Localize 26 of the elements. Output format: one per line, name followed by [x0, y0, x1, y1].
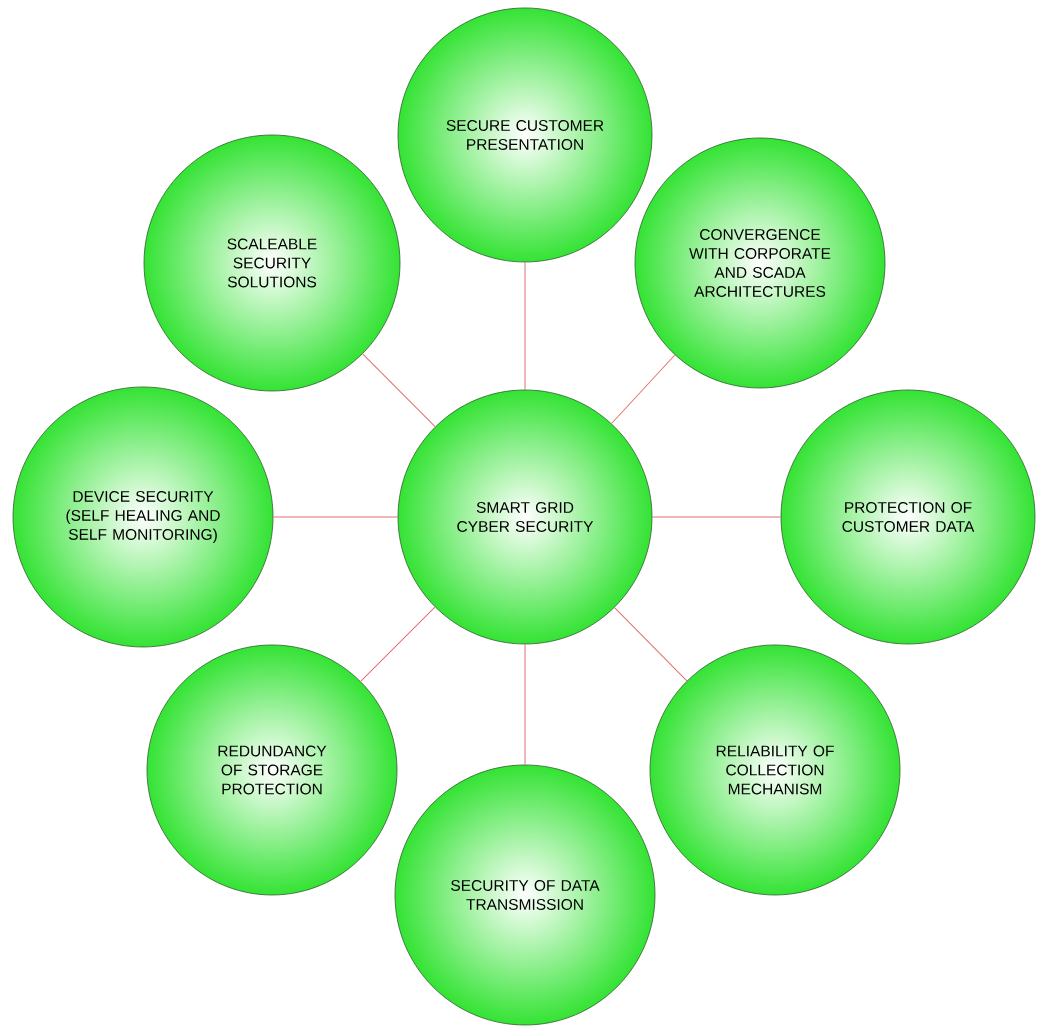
node-label: SMART GRID CYBER SECURITY: [457, 502, 594, 532]
connector-line: [524, 261, 526, 391]
connector-line: [614, 607, 688, 682]
connector-line: [362, 353, 436, 428]
circle-node: [397, 7, 653, 263]
node-label: DEVICE SECURITY (SELF HEALING AND SELF MONITORING): [66, 490, 220, 543]
connector-line: [360, 606, 436, 682]
node-label: PROTECTION OF CUSTOMER DATA: [842, 502, 975, 532]
circle-node: [397, 389, 653, 645]
circle-node: [12, 386, 274, 648]
node-label: RELIABILITY OF COLLECTION MECHANISM: [716, 745, 834, 795]
node-label: SCALEABLE SECURITY SOLUTIONS: [227, 238, 317, 288]
connector-line: [611, 354, 676, 424]
node-label: SECURE CUSTOMER PRESENTATION: [446, 120, 604, 150]
node-label: CONVERGENCE WITH CORPORATE AND SCADA ARCHITECTURES: [689, 229, 831, 297]
circle-node: [143, 134, 401, 392]
circle-node: [394, 764, 656, 1026]
connector-line: [651, 516, 782, 518]
connector-line: [524, 643, 526, 766]
connector-line: [272, 516, 399, 518]
node-label: REDUNDANCY OF STORAGE PROTECTION: [218, 745, 327, 795]
circle-node: [146, 644, 398, 896]
circle-node: [634, 137, 886, 389]
circle-node: [649, 644, 901, 896]
node-label: SECURITY OF DATA TRANSMISSION: [451, 880, 600, 910]
circle-node: [780, 389, 1036, 645]
